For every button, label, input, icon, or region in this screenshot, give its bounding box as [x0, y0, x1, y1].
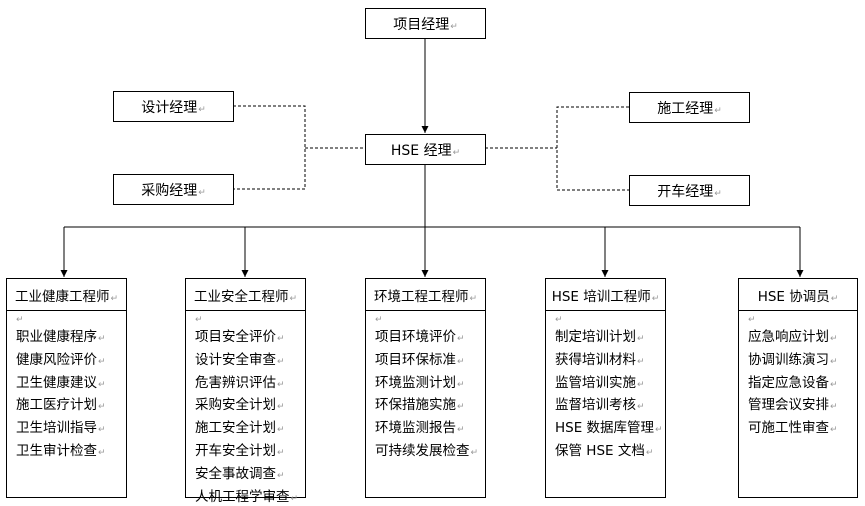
duty-text: 管理会议安排: [748, 397, 838, 413]
role-title: 工业健康工程师: [7, 279, 126, 311]
duty-text: 项目环境评价: [375, 329, 465, 345]
duty-item: 保管 HSE 文档: [555, 441, 665, 464]
duty-text: 施工医疗计划: [16, 397, 106, 413]
role-box: HSE 协调员 ↵应急响应计划协调训练演习指定应急设备管理会议安排可施工性审查: [738, 278, 858, 498]
construction-manager-box: 施工经理: [629, 92, 750, 123]
label: HSE 经理: [391, 140, 460, 160]
duty-item: 施工医疗计划: [16, 395, 126, 418]
label: 采购经理: [141, 180, 206, 200]
duty-item: 项目环境评价: [375, 327, 485, 350]
duty-text: 可施工性审查: [748, 420, 838, 436]
duty-item: 监督培训考核: [555, 395, 665, 418]
duty-text: 项目安全评价: [195, 329, 285, 345]
duty-item: 安全事故调查: [195, 464, 305, 487]
duty-text: 项目环保标准: [375, 352, 465, 368]
duty-item: 应急响应计划: [748, 327, 857, 350]
duty-item: 设计安全审查: [195, 350, 305, 373]
project-manager-box: 项目经理: [365, 8, 486, 39]
duty-item: 可施工性审查: [748, 418, 857, 441]
duty-item: 协调训练演习: [748, 350, 857, 373]
role-box: 环境工程工程师 ↵项目环境评价项目环保标准环境监测计划环保措施实施环境监测报告可持…: [365, 278, 486, 498]
duty-text: 开车安全计划: [195, 443, 285, 459]
duty-text: 监管培训实施: [555, 375, 645, 391]
duty-text: 环境监测计划: [375, 375, 465, 391]
role-title-text: 工业健康工程师: [15, 285, 118, 305]
duty-item: 环境监测报告: [375, 418, 485, 441]
role-title: 环境工程工程师: [366, 279, 485, 311]
duty-item: HSE 数据库管理: [555, 418, 665, 441]
duty-text: HSE 数据库管理: [555, 420, 663, 436]
duty-text: 环境监测报告: [375, 420, 465, 436]
role-title: HSE 协调员: [739, 279, 857, 311]
duty-item: 监管培训实施: [555, 373, 665, 396]
duty-item: 施工安全计划: [195, 418, 305, 441]
role-title-text: HSE 协调员: [758, 285, 839, 305]
duty-item: 项目环保标准: [375, 350, 485, 373]
duty-item: 危害辨识评估: [195, 373, 305, 396]
role-box: 工业健康工程师 ↵职业健康程序健康风险评价卫生健康建议施工医疗计划卫生培训指导卫生…: [6, 278, 127, 498]
duty-item: 卫生培训指导: [16, 418, 126, 441]
duty-item: 项目安全评价: [195, 327, 305, 350]
role-title-text: 环境工程工程师: [374, 285, 477, 305]
tree-lines: [60, 164, 804, 277]
duty-item: 采购安全计划: [195, 395, 305, 418]
role-box: 工业安全工程师 ↵项目安全评价设计安全审查危害辨识评估采购安全计划施工安全计划开车…: [185, 278, 306, 505]
duty-text: 危害辨识评估: [195, 375, 285, 391]
role-title: HSE 培训工程师: [546, 279, 665, 311]
duty-item: 开车安全计划: [195, 441, 305, 464]
commissioning-manager-box: 开车经理: [629, 175, 750, 206]
duty-text: 施工安全计划: [195, 420, 285, 436]
duty-item: 管理会议安排: [748, 395, 857, 418]
duty-text: 卫生审计检查: [16, 443, 106, 459]
duty-list: ↵项目安全评价设计安全审查危害辨识评估采购安全计划施工安全计划开车安全计划安全事…: [186, 311, 305, 506]
hse-manager-box: HSE 经理: [365, 134, 486, 165]
dashed-links: [233, 105, 629, 191]
duty-item: 职业健康程序: [16, 327, 126, 350]
duty-text: 环保措施实施: [375, 397, 465, 413]
duty-item: 健康风险评价: [16, 350, 126, 373]
duty-text: 保管 HSE 文档: [555, 443, 653, 459]
duty-text: 应急响应计划: [748, 329, 838, 345]
duty-item: 卫生审计检查: [16, 441, 126, 464]
duty-text: 协调训练演习: [748, 352, 838, 368]
duty-text: 指定应急设备: [748, 375, 838, 391]
duty-item: 制定培训计划: [555, 327, 665, 350]
duty-item: 人机工程学审查: [195, 487, 305, 506]
label: 设计经理: [141, 97, 206, 117]
duty-item: 可持续发展检查: [375, 441, 485, 464]
duty-text: 安全事故调查: [195, 466, 285, 482]
role-title-text: 工业安全工程师: [194, 285, 297, 305]
duty-text: 获得培训材料: [555, 352, 645, 368]
duty-item: 环保措施实施: [375, 395, 485, 418]
label: 施工经理: [657, 98, 722, 118]
duty-text: 设计安全审查: [195, 352, 285, 368]
duty-item: 环境监测计划: [375, 373, 485, 396]
duty-text: 健康风险评价: [16, 352, 106, 368]
duty-item: 获得培训材料: [555, 350, 665, 373]
duty-list: ↵职业健康程序健康风险评价卫生健康建议施工医疗计划卫生培训指导卫生审计检查: [7, 311, 126, 464]
duty-item: 指定应急设备: [748, 373, 857, 396]
duty-text: 制定培训计划: [555, 329, 645, 345]
duty-list: ↵项目环境评价项目环保标准环境监测计划环保措施实施环境监测报告可持续发展检查: [366, 311, 485, 464]
design-manager-box: 设计经理: [113, 91, 234, 122]
duty-text: 卫生健康建议: [16, 375, 106, 391]
procurement-manager-box: 采购经理: [113, 174, 234, 205]
duty-text: 卫生培训指导: [16, 420, 106, 436]
label: 项目经理: [393, 14, 458, 34]
duty-list: ↵应急响应计划协调训练演习指定应急设备管理会议安排可施工性审查: [739, 311, 857, 441]
duty-item: 卫生健康建议: [16, 373, 126, 396]
role-title: 工业安全工程师: [186, 279, 305, 311]
duty-list: ↵制定培训计划获得培训材料监管培训实施监督培训考核HSE 数据库管理保管 HSE…: [546, 311, 665, 464]
duty-text: 职业健康程序: [16, 329, 106, 345]
duty-text: 人机工程学审查: [195, 489, 298, 505]
role-title-text: HSE 培训工程师: [552, 285, 660, 305]
duty-text: 可持续发展检查: [375, 443, 478, 459]
duty-text: 采购安全计划: [195, 397, 285, 413]
role-box: HSE 培训工程师↵制定培训计划获得培训材料监管培训实施监督培训考核HSE 数据…: [545, 278, 666, 498]
duty-text: 监督培训考核: [555, 397, 645, 413]
label: 开车经理: [657, 181, 722, 201]
